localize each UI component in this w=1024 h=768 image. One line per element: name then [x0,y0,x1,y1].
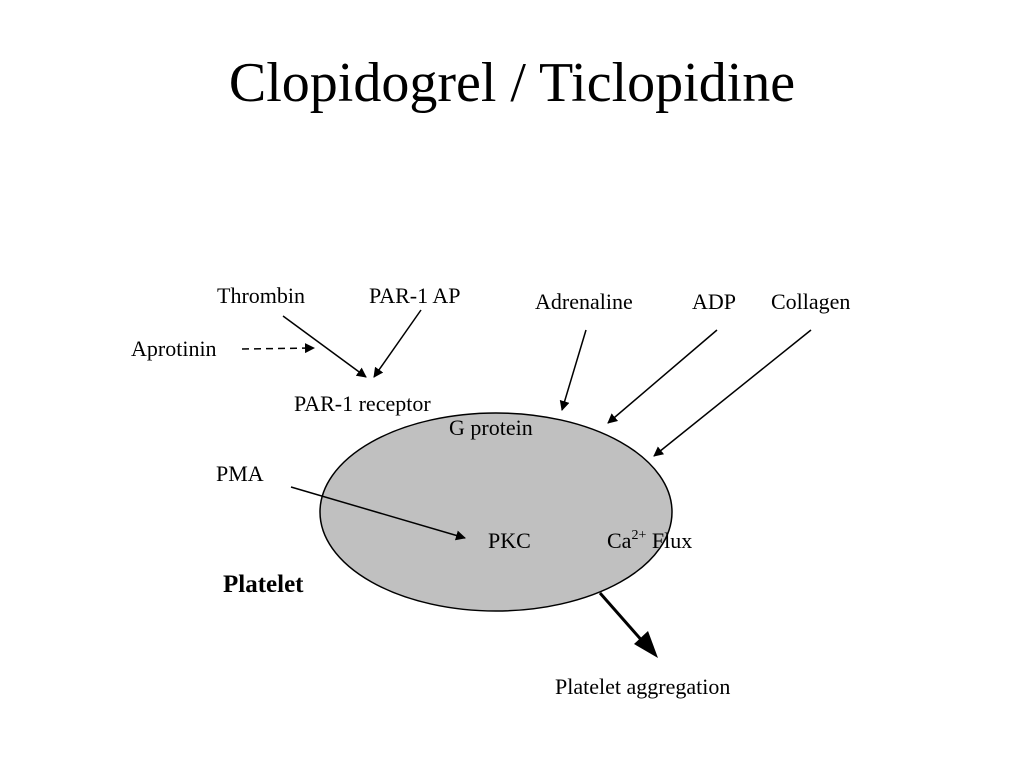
label-pma: PMA [216,461,264,486]
label-ca-superscript: 2+ [631,528,646,543]
arrow-pma-to-pkc [290,486,466,541]
platelet-cell [319,412,673,612]
label-collagen: Collagen [771,289,850,314]
label-ca: Ca [607,528,632,553]
label-g-protein: G protein [449,415,533,440]
label-platelet: Platelet [223,571,304,598]
arrow-aprotinin-inhibit [241,343,315,354]
label-thrombin: Thrombin [217,283,305,308]
label-platelet-aggregation: Platelet aggregation [555,674,730,699]
arrow-thrombin-to-receptor [282,315,367,378]
label-aprotinin: Aprotinin [131,336,217,361]
label-pkc: PKC [488,528,531,553]
label-par1-receptor: PAR-1 receptor [294,391,431,416]
arrow-aggregation [598,592,646,644]
arrow-aggregation-head [634,631,658,658]
arrow-adp [607,329,718,424]
arrow-adrenaline [559,329,587,411]
label-par1-ap: PAR-1 AP [369,283,461,308]
slide-title: Clopidogrel / Ticlopidine [228,52,796,114]
arrow-collagen [653,329,812,457]
label-flux: Flux [646,528,692,553]
label-adp: ADP [692,289,736,314]
label-ca-flux: Ca2+ Flux [607,528,692,553]
label-adrenaline: Adrenaline [535,289,633,314]
arrow-par1ap-to-receptor [373,309,422,378]
